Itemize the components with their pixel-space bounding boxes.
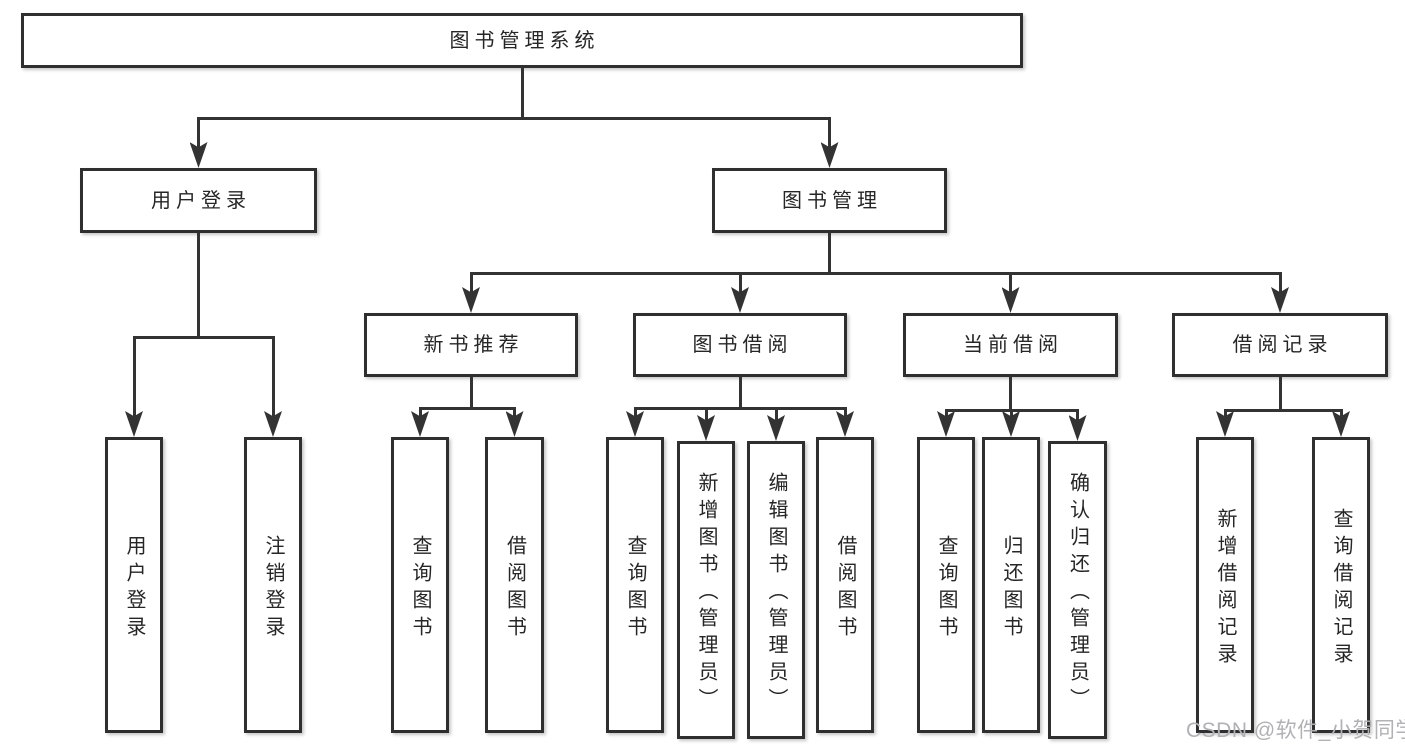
connector-segment <box>738 377 742 410</box>
box-lending-records: 借阅记录 <box>1172 313 1388 377</box>
label-user-login: 用户登录 <box>151 189 251 212</box>
label-leaf-add-book: 新增图书（管理员） <box>695 472 717 715</box>
connector-segment <box>1278 377 1282 412</box>
box-leaf-borrow-book-rec: 借阅图书 <box>485 437 544 733</box>
connector-segment <box>197 233 200 339</box>
connector-segment <box>633 407 637 418</box>
connector-segment <box>469 272 473 294</box>
box-current-lending: 当前借阅 <box>903 313 1118 377</box>
connector-segment <box>828 233 831 275</box>
label-current-lending: 当前借阅 <box>963 334 1063 356</box>
label-leaf-user-login: 用户登录 <box>123 534 145 643</box>
box-leaf-query-book-rec: 查询图书 <box>391 437 449 733</box>
label-leaf-borrow-book-lend: 借阅图书 <box>834 534 856 643</box>
connector-segment <box>1223 409 1227 418</box>
connector-segment <box>828 117 831 149</box>
connector-segment <box>132 336 136 418</box>
box-new-book-rec: 新书推荐 <box>364 313 578 377</box>
box-book-lending: 图书借阅 <box>633 313 847 377</box>
label-root: 图书管理系统 <box>449 29 600 52</box>
connector-segment <box>1009 272 1012 294</box>
box-leaf-borrow-book-lend: 借阅图书 <box>816 437 874 733</box>
connector-segment <box>469 377 473 410</box>
box-book-mgmt: 图书管理 <box>712 168 947 233</box>
box-leaf-query-book-lend: 查询图书 <box>606 437 664 733</box>
connector-segment <box>944 409 948 418</box>
label-new-book-rec: 新书推荐 <box>423 334 524 356</box>
connector-segment <box>513 407 516 418</box>
label-leaf-query-book-cur: 查询图书 <box>935 534 957 643</box>
box-leaf-add-record: 新增借阅记录 <box>1196 437 1254 733</box>
label-lending-records: 借阅记录 <box>1232 334 1333 356</box>
label-leaf-confirm-return: 确认归还（管理员） <box>1066 472 1089 715</box>
connector-segment <box>418 407 422 418</box>
connector-segment <box>271 336 275 418</box>
connector-segment <box>197 117 200 149</box>
connector-segment <box>1076 409 1079 422</box>
label-leaf-query-book-rec: 查询图书 <box>409 534 431 643</box>
connector-segment <box>1009 409 1013 418</box>
box-leaf-query-book-cur: 查询图书 <box>917 437 975 733</box>
box-leaf-user-login: 用户登录 <box>105 437 163 733</box>
connector-segment <box>520 68 524 120</box>
connector-segment <box>1009 377 1012 412</box>
box-user-login: 用户登录 <box>80 168 317 233</box>
box-leaf-query-record: 查询借阅记录 <box>1312 437 1370 733</box>
connector-segment <box>774 407 778 422</box>
connector-segment <box>469 272 1282 275</box>
connector-segment <box>197 117 831 120</box>
connector-segment <box>418 407 516 410</box>
connector-segment <box>704 407 708 422</box>
label-leaf-logout: 注销登录 <box>262 534 284 643</box>
connector-segment <box>843 407 847 418</box>
label-leaf-borrow-book-rec: 借阅图书 <box>503 534 526 643</box>
box-leaf-add-book: 新增图书（管理员） <box>677 441 735 739</box>
box-leaf-return-book: 归还图书 <box>982 437 1040 733</box>
connector-segment <box>1339 409 1343 418</box>
box-leaf-logout: 注销登录 <box>244 437 302 733</box>
csdn-watermark: CSDN @软件_小贺同学 <box>1186 719 1405 742</box>
connector-segment <box>132 336 275 339</box>
box-leaf-confirm-return: 确认归还（管理员） <box>1048 441 1107 739</box>
label-book-lending: 图书借阅 <box>692 334 793 356</box>
box-leaf-edit-book: 编辑图书（管理员） <box>747 441 805 739</box>
label-leaf-edit-book: 编辑图书（管理员） <box>765 472 787 715</box>
box-root: 图书管理系统 <box>21 13 1023 68</box>
label-leaf-query-book-lend: 查询图书 <box>624 534 646 643</box>
label-book-mgmt: 图书管理 <box>782 189 882 212</box>
label-leaf-query-record: 查询借阅记录 <box>1330 507 1352 670</box>
label-leaf-return-book: 归还图书 <box>1000 534 1022 643</box>
connector-segment <box>1223 409 1343 412</box>
connector-segment <box>633 407 847 410</box>
connector-segment <box>738 272 742 294</box>
label-leaf-add-record: 新增借阅记录 <box>1214 507 1236 670</box>
connector-segment <box>1278 272 1282 294</box>
